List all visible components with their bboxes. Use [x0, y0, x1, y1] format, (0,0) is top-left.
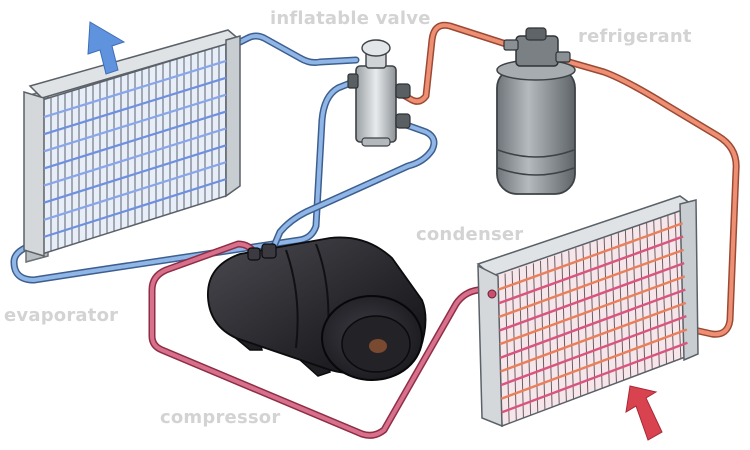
tube [500, 315, 687, 387]
fin [504, 273, 510, 424]
pipe-evaporator-to-valve [228, 32, 360, 66]
receiver-dryer [496, 27, 576, 195]
fin [617, 232, 625, 381]
condenser [476, 195, 699, 428]
fin [511, 270, 517, 421]
tube [501, 341, 688, 414]
tube [499, 288, 686, 359]
tube [43, 127, 227, 187]
condenser-core [495, 208, 689, 428]
fin [561, 253, 567, 402]
evaporator-fins [50, 46, 220, 252]
fin [518, 268, 524, 418]
tube [498, 248, 685, 319]
tube [43, 110, 227, 170]
tube [499, 261, 685, 332]
evaporator-tubes [43, 59, 227, 238]
fin [667, 215, 675, 362]
fin [532, 263, 539, 413]
pipe-valve-to-receiver [394, 21, 510, 105]
condenser-tubes [497, 222, 688, 414]
pipe-evaporator-return [10, 76, 362, 284]
fin [674, 212, 682, 359]
tube [43, 76, 227, 136]
pipe-valve-to-compressor [270, 118, 438, 250]
fin [653, 220, 660, 367]
fin [660, 217, 668, 365]
tube [43, 93, 227, 153]
fin [554, 255, 560, 405]
label-compressor: compressor [160, 407, 281, 428]
tube [498, 235, 684, 305]
compressor [207, 236, 427, 381]
fin [547, 258, 553, 408]
condenser-fins [504, 212, 682, 424]
fin [525, 265, 532, 416]
fin [596, 240, 603, 389]
pipe-receiver-to-condenser [558, 56, 740, 338]
fin [539, 260, 546, 410]
fin [639, 225, 646, 373]
tube [500, 301, 687, 373]
inflatable-valve [347, 39, 411, 147]
evaporator [23, 29, 242, 263]
fin [631, 227, 639, 375]
fin [610, 235, 617, 383]
label-condenser: condenser [416, 224, 524, 245]
fin [582, 245, 589, 394]
label-refrigerant: refrigerant [578, 26, 692, 47]
fin [646, 222, 653, 370]
tube [43, 178, 227, 238]
label-evaporator: evaporator [4, 305, 119, 326]
tube [43, 144, 227, 204]
pipes [10, 21, 740, 439]
tube [497, 222, 683, 291]
fin [575, 248, 582, 397]
tube [43, 59, 227, 119]
pipe-compressor-to-condenser [148, 240, 498, 439]
label-inflatable-valve: inflatable valve [270, 8, 431, 29]
tube [43, 161, 227, 221]
tube [500, 328, 688, 400]
fin [589, 242, 596, 392]
fin [568, 250, 575, 400]
tube [499, 275, 686, 346]
arrow-up-icon [87, 21, 126, 75]
fin [624, 230, 632, 378]
fin [603, 237, 610, 386]
arrow-diagonal-icon [625, 385, 663, 441]
